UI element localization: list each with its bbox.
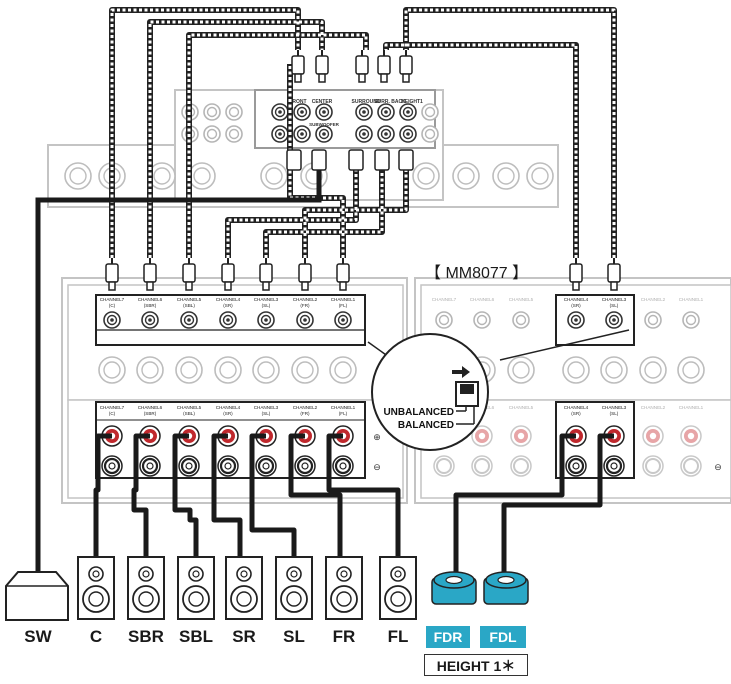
height-group-label: HEIGHT 1＊ (424, 654, 528, 676)
channel-label: CHANNEL4 (564, 297, 589, 302)
unbalanced-label: UNBALANCED (383, 407, 454, 418)
speaker-sr (225, 556, 263, 620)
speaker-sl (275, 556, 313, 620)
channel-label: (C) (109, 303, 116, 308)
channel-label: CHANNEL7 (432, 297, 457, 302)
channel-label: CHANNEL7 (100, 405, 125, 410)
rca-cables (109, 7, 617, 258)
channel-label: CHANNEL7 (100, 297, 125, 302)
channel-label: (SL) (610, 303, 619, 308)
channel-label: (SR) (571, 411, 581, 416)
speaker-fr (325, 556, 363, 620)
channel-label: CHANNEL1 (331, 405, 356, 410)
channel-label: CHANNEL6 (138, 405, 163, 410)
preamp-unit: FRONT CENTER SURROUND SURR. BACK HEIGHT1… (47, 89, 559, 208)
channel-label: CHANNEL1 (331, 297, 356, 302)
channel-label: (FL) (339, 303, 348, 308)
channel-label: CHANNEL3 (254, 297, 279, 302)
speaker-fdl (483, 571, 529, 605)
channel-label: CHANNEL4 (216, 405, 241, 410)
speaker-sw (5, 571, 69, 621)
channel-label: (SBR) (144, 303, 157, 308)
preout-label-surround: SURROUND (352, 99, 381, 105)
channel-label: (SR) (223, 303, 233, 308)
speaker-label-sw: SW (24, 627, 52, 646)
model-label: 【 MM8077 】 (425, 265, 529, 282)
channel-label: CHANNEL5 (509, 297, 534, 302)
channel-label: CHANNEL2 (293, 405, 318, 410)
channel-label: (FR) (300, 303, 310, 308)
channel-label: CHANNEL1 (679, 297, 704, 302)
channel-label: CHANNEL4 (216, 297, 241, 302)
speaker-fl (379, 556, 417, 620)
speaker-label-fl: FL (387, 627, 409, 646)
channel-label: CHANNEL1 (679, 405, 704, 410)
preout-label-surr-back: SURR. BACK (374, 99, 406, 105)
speaker-sbl (177, 556, 215, 620)
preamp-rca-plugs (286, 49, 414, 171)
speaker-label-c: C (89, 627, 103, 646)
channel-label: (FL) (339, 411, 348, 416)
channel-label: CHANNEL5 (177, 405, 202, 410)
channel-label: CHANNEL5 (177, 297, 202, 302)
preout-label-subwoofer: SUBWOOFER (309, 122, 339, 127)
subwoofer-cable (35, 170, 322, 590)
balanced-label: BALANCED (398, 420, 454, 431)
channel-label: (FR) (300, 411, 310, 416)
height-label-fdl: FDL (480, 626, 526, 648)
speaker-label-sbr: SBR (128, 627, 164, 646)
height-label-fdr: FDR (426, 626, 470, 648)
speaker-wires (93, 433, 614, 580)
channel-label: CHANNEL3 (602, 297, 627, 302)
channel-label: (SBL) (183, 411, 195, 416)
channel-label: (SBL) (183, 303, 195, 308)
channel-label: CHANNEL3 (254, 405, 279, 410)
speaker-fdr (431, 571, 477, 605)
channel-label: CHANNEL6 (470, 297, 495, 302)
preout-label-front: FRONT (289, 99, 306, 105)
amplifier-left: CHANNEL7(C)CHANNEL6(SBR)CHANNEL5(SBL)CHA… (61, 277, 408, 504)
minus-sign: ⊖ (373, 462, 381, 472)
speaker-label-sr: SR (232, 627, 256, 646)
channel-label: CHANNEL4 (564, 405, 589, 410)
speaker-label-fr: FR (332, 627, 356, 646)
channel-label: (C) (109, 411, 116, 416)
channel-label: (SL) (262, 411, 271, 416)
channel-label: CHANNEL2 (641, 405, 666, 410)
preout-label-center: CENTER (312, 99, 333, 105)
channel-label: (SR) (223, 411, 233, 416)
speaker-sbr (127, 556, 165, 620)
channel-label: (SR) (571, 303, 581, 308)
channel-label: CHANNEL2 (641, 297, 666, 302)
channel-label: CHANNEL3 (602, 405, 627, 410)
channel-label: CHANNEL6 (138, 297, 163, 302)
plus-sign: ⊕ (373, 432, 381, 442)
preout-label-height1: HEIGHT1 (401, 99, 423, 105)
speaker-c (77, 556, 115, 620)
channel-label: CHANNEL5 (509, 405, 534, 410)
channel-label: (SBR) (144, 411, 157, 416)
minus-sign-right: ⊖ (714, 462, 722, 472)
channel-label: (SL) (262, 303, 271, 308)
channel-label: (SL) (610, 411, 619, 416)
switch-callout: UNBALANCED BALANCED (367, 329, 630, 451)
speaker-label-sbl: SBL (179, 627, 213, 646)
channel-label: CHANNEL2 (293, 297, 318, 302)
speaker-label-sl: SL (283, 627, 305, 646)
